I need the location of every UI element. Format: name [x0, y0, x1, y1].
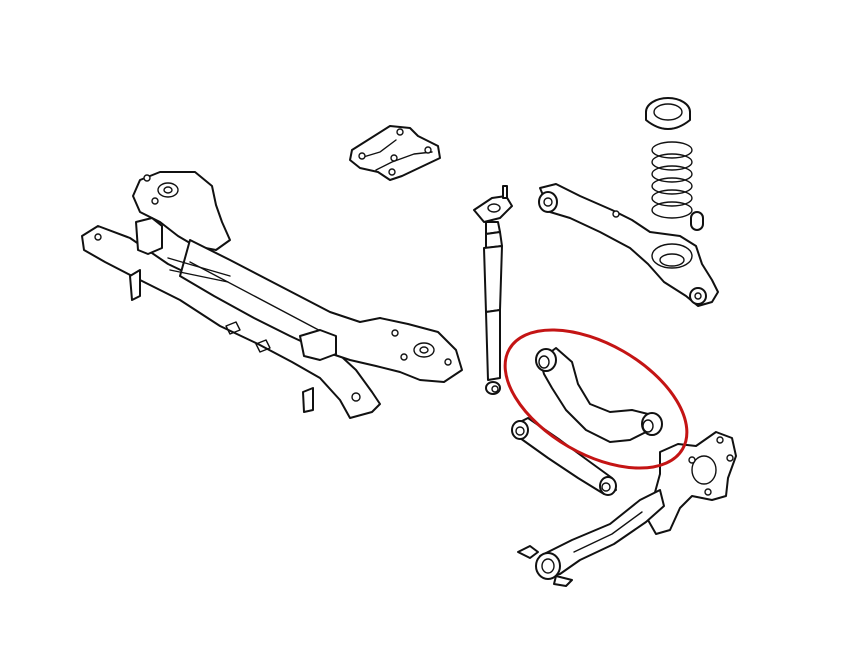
upper-control-arm	[535, 347, 663, 443]
shock-absorber	[473, 185, 513, 395]
highlight-ellipse	[503, 328, 689, 470]
subframe-crossmember	[81, 171, 463, 419]
rear-knuckle	[647, 431, 737, 535]
lower-control-arm	[538, 183, 719, 307]
coil-spring	[651, 141, 693, 219]
bump-stop	[690, 211, 704, 231]
spring-seat	[645, 97, 691, 130]
subframe-bracket	[349, 125, 441, 181]
trailing-arm	[517, 489, 665, 587]
